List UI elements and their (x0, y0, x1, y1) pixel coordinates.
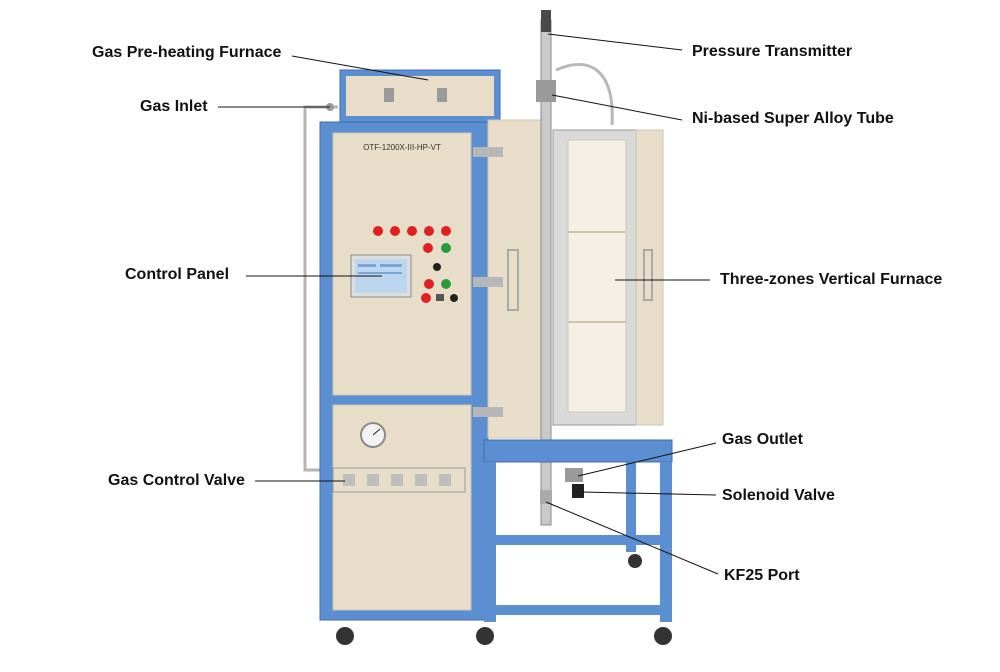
label-gas-control-valve: Gas Control Valve (108, 472, 245, 489)
indicator-red-3[interactable] (407, 226, 417, 236)
indicator-green-2[interactable] (441, 279, 451, 289)
valve-4[interactable] (415, 474, 427, 486)
label-gas-outlet: Gas Outlet (722, 431, 803, 448)
label-gas-preheating-furnace: Gas Pre-heating Furnace (92, 44, 282, 61)
furnace-door-left (473, 119, 547, 439)
gas-preheating-furnace (339, 69, 501, 123)
indicator-red-4[interactable] (424, 226, 434, 236)
valve-5[interactable] (439, 474, 451, 486)
gas-outlet-fitting (565, 468, 583, 482)
solenoid-valve-icon (572, 484, 584, 498)
pressure-gauge-icon (360, 422, 386, 448)
label-pressure-transmitter: Pressure Transmitter (692, 43, 853, 60)
selector-knob[interactable] (433, 263, 441, 271)
valve-3[interactable] (391, 474, 403, 486)
main-cabinet (319, 121, 489, 621)
indicator-red-2[interactable] (390, 226, 400, 236)
label-solenoid-valve: Solenoid Valve (722, 487, 835, 504)
label-ni-alloy-tube: Ni-based Super Alloy Tube (692, 110, 894, 127)
valve-1[interactable] (343, 474, 355, 486)
caster-wheel-icon (336, 554, 672, 645)
indicator-red-6[interactable] (423, 243, 433, 253)
indicator-red-5[interactable] (441, 226, 451, 236)
gas-control-valve-strip (332, 467, 466, 493)
leader-lines (218, 33, 719, 575)
kf25-port-fitting (540, 490, 552, 504)
label-control-panel: Control Panel (125, 266, 230, 283)
leader-ni-tube (551, 94, 683, 121)
leader-gas-outlet (577, 442, 717, 477)
leader-gas-preheating (291, 55, 429, 81)
model-label: OTF-1200X-III-HP-VT (363, 143, 441, 152)
indicator-red-1[interactable] (373, 226, 383, 236)
leader-kf25-port (545, 501, 719, 575)
three-zone-furnace (552, 129, 664, 426)
support-frame (483, 439, 673, 622)
key-switch[interactable] (436, 294, 444, 301)
leader-pressure-transmitter (547, 33, 683, 51)
valve-2[interactable] (367, 474, 379, 486)
emergency-stop-button[interactable] (421, 293, 431, 303)
selector-knob-2[interactable] (450, 294, 458, 302)
pressure-transmitter-icon (541, 10, 551, 32)
indicator-green-1[interactable] (441, 243, 451, 253)
leader-solenoid-valve (581, 491, 717, 496)
label-three-zones-furnace: Three-zones Vertical Furnace (720, 271, 943, 288)
label-kf25-port: KF25 Port (724, 567, 800, 584)
indicator-red-7[interactable] (424, 279, 434, 289)
alloy-tube (536, 10, 614, 526)
label-gas-inlet: Gas Inlet (140, 98, 208, 115)
